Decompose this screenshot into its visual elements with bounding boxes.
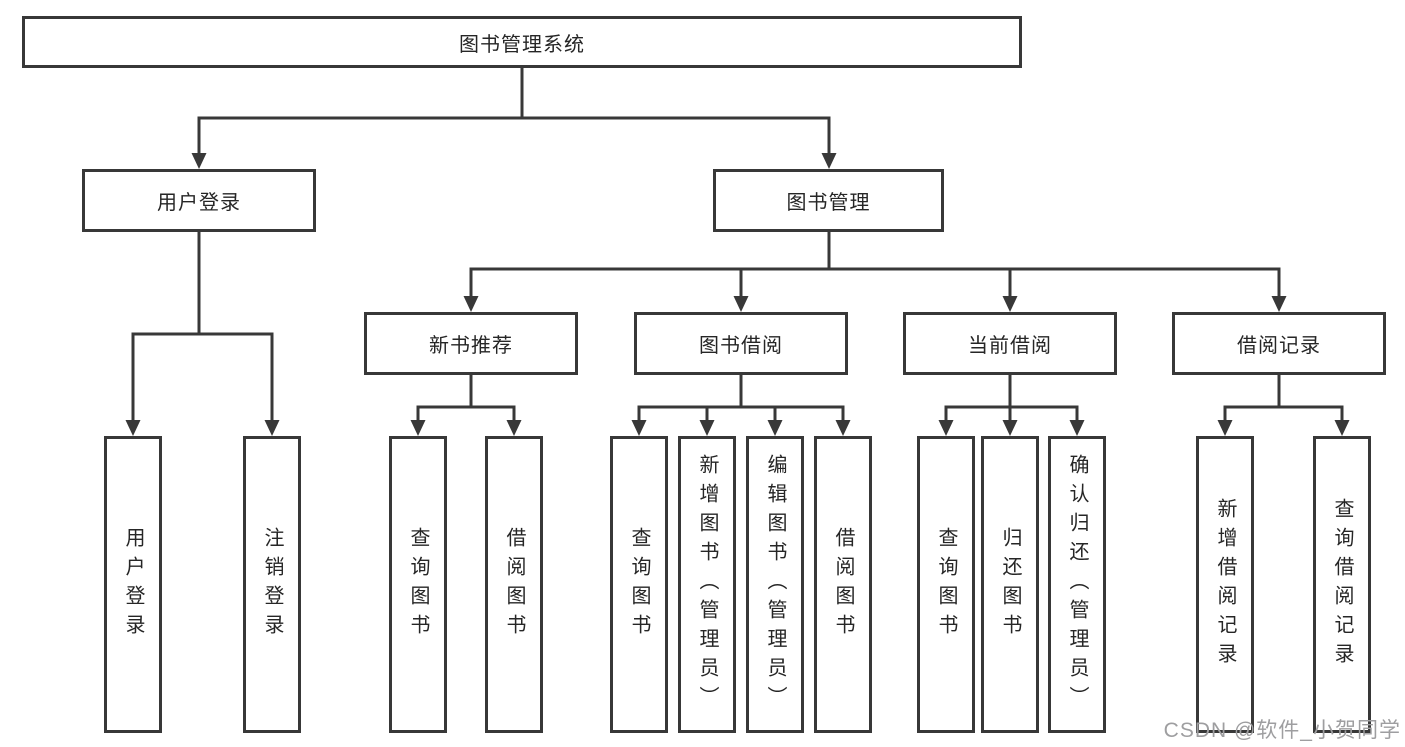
leaf-edit-book-admin-label: 编辑图书（管理员） <box>764 454 786 715</box>
node-user-login: 用户登录 <box>82 169 316 232</box>
leaf-confirm-return-admin: 确认归还（管理员） <box>1048 436 1106 733</box>
node-library-system: 图书管理系统 <box>22 16 1022 68</box>
leaf-query-books-current-label: 查询图书 <box>935 526 957 643</box>
leaf-logout: 注销登录 <box>243 436 301 733</box>
leaf-return-book: 归还图书 <box>981 436 1039 733</box>
leaf-borrow-books: 借阅图书 <box>814 436 872 733</box>
leaf-borrow-books-recommend-label: 借阅图书 <box>503 526 525 643</box>
leaf-confirm-return-admin-label: 确认归还（管理员） <box>1066 454 1088 715</box>
leaf-query-borrow-record-label: 查询借阅记录 <box>1331 497 1353 672</box>
leaf-add-borrow-record-label: 新增借阅记录 <box>1214 497 1236 672</box>
node-borrow-records: 借阅记录 <box>1172 312 1386 375</box>
leaf-borrow-books-recommend: 借阅图书 <box>485 436 543 733</box>
leaf-query-books-borrow-label: 查询图书 <box>628 526 650 643</box>
leaf-borrow-books-label: 借阅图书 <box>832 526 854 643</box>
leaf-logout-label: 注销登录 <box>261 526 283 643</box>
leaf-add-book-admin-label: 新增图书（管理员） <box>696 454 718 715</box>
leaf-return-book-label: 归还图书 <box>999 526 1021 643</box>
leaf-user-login: 用户登录 <box>104 436 162 733</box>
watermark-csdn: CSDN @软件_小贺同学 <box>1163 719 1401 742</box>
leaf-edit-book-admin: 编辑图书（管理员） <box>746 436 804 733</box>
node-current-borrow: 当前借阅 <box>903 312 1117 375</box>
leaf-query-books-recommend-label: 查询图书 <box>407 526 429 643</box>
leaf-query-books-current: 查询图书 <box>917 436 975 733</box>
leaf-user-login-label: 用户登录 <box>122 526 144 643</box>
leaf-query-books-borrow: 查询图书 <box>610 436 668 733</box>
leaf-query-borrow-record: 查询借阅记录 <box>1313 436 1371 733</box>
node-book-management: 图书管理 <box>713 169 944 232</box>
leaf-add-book-admin: 新增图书（管理员） <box>678 436 736 733</box>
node-book-borrow: 图书借阅 <box>634 312 848 375</box>
leaf-query-books-recommend: 查询图书 <box>389 436 447 733</box>
node-new-book-recommend: 新书推荐 <box>364 312 578 375</box>
leaf-add-borrow-record: 新增借阅记录 <box>1196 436 1254 733</box>
